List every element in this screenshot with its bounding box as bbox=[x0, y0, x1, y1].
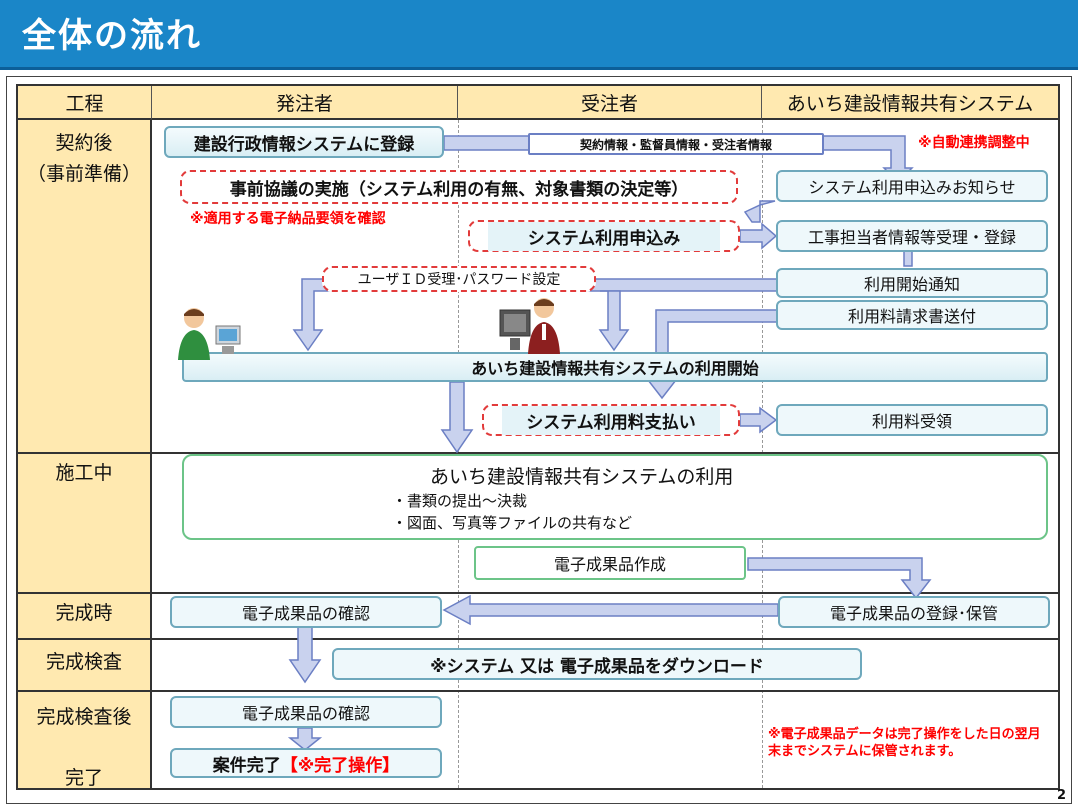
use-bullet-files: ・図面、写真等ファイルの共有など bbox=[392, 514, 633, 532]
arrow-check-down bbox=[288, 623, 322, 684]
header-contractor: 受注者 bbox=[458, 86, 762, 120]
row-label-contract-line1: 契約後 bbox=[55, 132, 113, 154]
contractor-person-icon bbox=[499, 298, 560, 354]
header-process: 工程 bbox=[18, 86, 152, 120]
row-label-completion: 完成時 bbox=[18, 592, 152, 638]
arrow-start-down bbox=[440, 381, 474, 454]
check-deliverable-box: 電子成果品の確認 bbox=[170, 596, 442, 628]
arrow-apply bbox=[739, 222, 778, 250]
auto-link-note: ※自動連携調整中 bbox=[918, 135, 1030, 151]
row-divider bbox=[18, 690, 1058, 692]
row-label-after-inspection: 完成検査後 完了 bbox=[18, 690, 152, 789]
title-bar: 全体の流れ bbox=[0, 0, 1078, 70]
arrow-create-to-store bbox=[747, 557, 932, 600]
use-bullet-documents: ・書類の提出～決裁 bbox=[392, 492, 528, 510]
orderer-person-icon bbox=[178, 308, 241, 360]
fee-receive-box: 利用料受領 bbox=[776, 404, 1048, 436]
invoice-box: 利用料請求書送付 bbox=[776, 300, 1048, 330]
arrow-fee bbox=[739, 406, 778, 434]
arrow-notice bbox=[743, 200, 776, 223]
userid-box: ユーザＩＤ受理･パスワード設定 bbox=[322, 266, 596, 292]
row-divider bbox=[18, 638, 1058, 640]
row-label-after-inspection-line2: 完了 bbox=[64, 767, 103, 789]
row-divider bbox=[18, 592, 1058, 594]
store-deliverable-box: 電子成果品の登録･保管 bbox=[778, 596, 1050, 628]
arrow-staff-down bbox=[903, 249, 913, 267]
storage-note: ※電子成果品データは完了操作をした日の翌月末までシステムに保管されます。 bbox=[768, 727, 1041, 759]
system-use-title: あいち建設情報共有システムの利用 bbox=[430, 466, 734, 488]
row-divider bbox=[18, 452, 1058, 454]
row-label-after-inspection-line1: 完成検査後 bbox=[36, 706, 132, 728]
flow-table: 工程 発注者 受注者 あいち建設情報共有システム 契約後 （事前準備） 施工中 … bbox=[16, 84, 1060, 790]
pre-meeting-box: 事前協議の実施（システム利用の有無、対象書類の決定等） bbox=[180, 170, 738, 204]
row-label-contract: 契約後 （事前準備） bbox=[18, 120, 152, 452]
confirm-requirement-note: ※適用する電子納品要領を確認 bbox=[190, 211, 386, 227]
start-notice-box: 利用開始通知 bbox=[776, 268, 1048, 298]
slide-frame bbox=[6, 76, 1072, 804]
staff-register-box: 工事担当者情報等受理・登録 bbox=[776, 220, 1048, 252]
start-use-box: あいち建設情報共有システムの利用開始 bbox=[182, 352, 1048, 382]
apply-box: システム利用申込み bbox=[468, 220, 740, 252]
contract-info-label: 契約情報・監督員情報・受注者情報 bbox=[528, 133, 824, 155]
fee-pay-label: システム利用料支払い bbox=[502, 405, 720, 435]
notice-box: システム利用申込みお知らせ bbox=[776, 170, 1048, 202]
arrow-userid-down2 bbox=[598, 290, 630, 352]
row-label-inspection: 完成検査 bbox=[18, 638, 152, 690]
create-deliverable-box: 電子成果品作成 bbox=[474, 546, 746, 580]
download-box: ※システム 又は 電子成果品をダウンロード bbox=[332, 648, 862, 680]
arrow-invoice bbox=[646, 309, 779, 400]
row-label-construction: 施工中 bbox=[18, 452, 152, 592]
arrow-check2-down bbox=[287, 727, 323, 751]
header-orderer: 発注者 bbox=[152, 86, 458, 120]
row-label-contract-line2: （事前準備） bbox=[26, 163, 141, 185]
page-number: 2 bbox=[1056, 788, 1066, 803]
arrow-store-to-check bbox=[442, 594, 779, 626]
page-title: 全体の流れ bbox=[22, 16, 202, 56]
register-box: 建設行政情報システムに登録 bbox=[164, 126, 444, 158]
header-system: あいち建設情報共有システム bbox=[762, 86, 1058, 120]
fee-pay-box: システム利用料支払い bbox=[482, 404, 740, 436]
complete-label: 案件完了 bbox=[212, 755, 281, 776]
system-use-box bbox=[182, 454, 1048, 540]
complete-box: 案件完了【※完了操作】 bbox=[170, 748, 442, 778]
check-deliverable-box-2: 電子成果品の確認 bbox=[170, 696, 442, 728]
apply-label: システム利用申込み bbox=[487, 221, 721, 251]
complete-operation-label: 【※完了操作】 bbox=[280, 755, 400, 776]
